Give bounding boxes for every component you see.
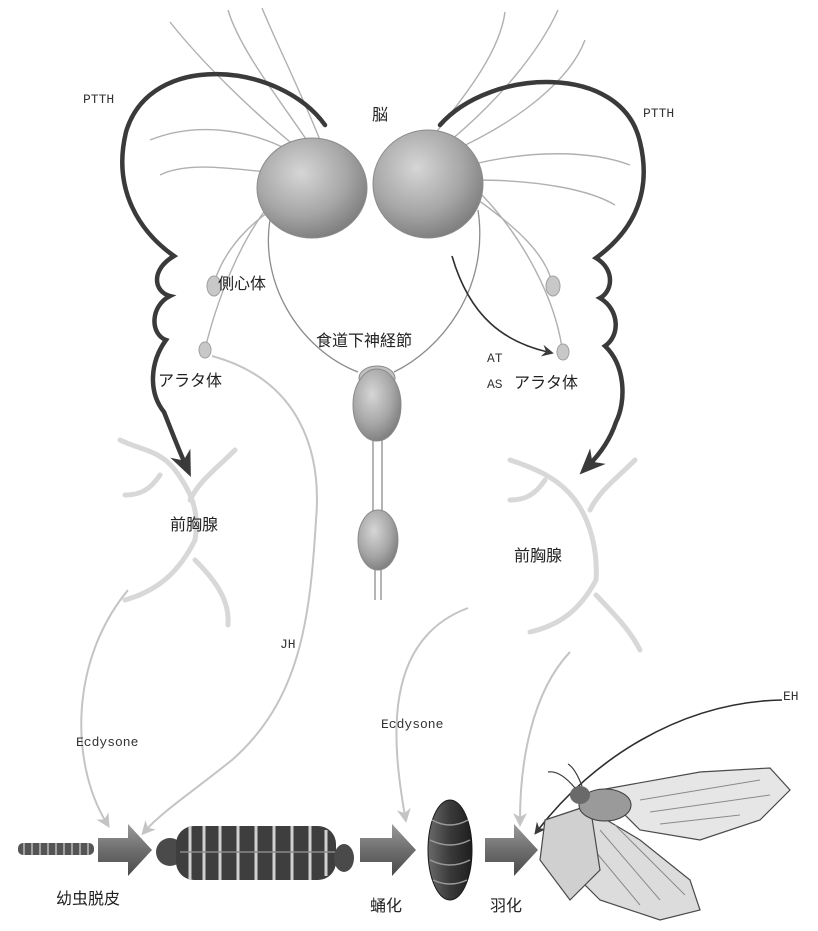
label-corpora-allata-right: アラタ体 [514, 373, 578, 392]
gland-to-eclosion-flow [520, 652, 570, 820]
stage-arrow-2 [360, 824, 416, 876]
label-prothoracic-gland-left: 前胸腺 [170, 515, 218, 534]
label-eh: EH [783, 689, 799, 704]
large-larva [156, 826, 354, 880]
ptth-pathway-right [440, 82, 644, 466]
label-ecdysone-left: Ecdysone [76, 735, 138, 750]
stage-arrow-3 [485, 824, 538, 876]
label-ptth-right: PTTH [643, 106, 674, 121]
brain-to-ca-arrow [452, 256, 548, 352]
label-ptth-left: PTTH [83, 92, 114, 107]
ecdysone-flow-right [396, 608, 468, 816]
adult-moth [540, 764, 790, 920]
label-brain: 脳 [372, 105, 388, 124]
label-corpora-cardiaca: 側心体 [218, 274, 266, 293]
ecdysone-flow-left [81, 590, 128, 822]
corpora-right [546, 276, 569, 360]
label-pupation: 蛹化 [370, 896, 402, 915]
subesophageal-ganglion [353, 366, 401, 441]
label-as: AS [487, 377, 503, 392]
brain-lobes [257, 130, 483, 238]
label-corpora-allata-left: アラタ体 [158, 371, 222, 390]
label-larval-molt: 幼虫脱皮 [56, 889, 120, 908]
small-larva [18, 843, 94, 855]
label-at: AT [487, 351, 503, 366]
label-prothoracic-gland-right: 前胸腺 [514, 546, 562, 565]
label-ecdysone-right: Ecdysone [381, 717, 443, 732]
pupa [428, 800, 472, 900]
thoracic-ganglion [358, 510, 398, 570]
ptth-pathway-left [122, 74, 325, 466]
label-subesophageal-ganglion: 食道下神経節 [316, 331, 412, 350]
label-jh: JH [280, 637, 296, 652]
label-eclosion: 羽化 [490, 896, 522, 915]
stage-arrow-1 [98, 824, 152, 876]
